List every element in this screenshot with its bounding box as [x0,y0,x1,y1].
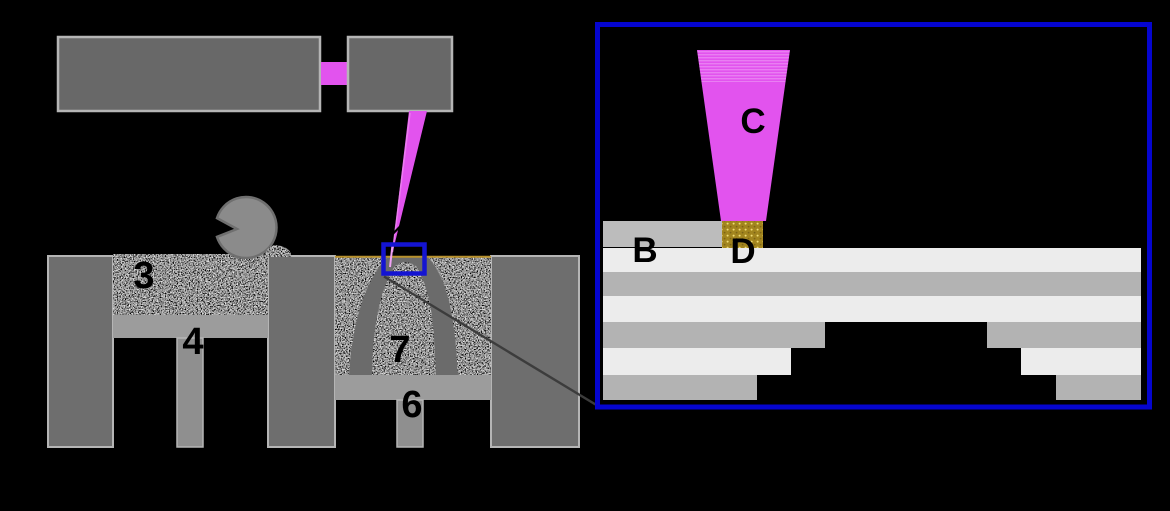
inset-layer-1 [603,248,1141,272]
machine-wall-left [47,255,114,448]
inset-panel: B C D [595,22,1152,410]
laser-beam-highlight [391,112,411,253]
powder-pile [264,245,292,257]
inset-layer-2 [603,272,1141,296]
laser-source-box [56,35,322,113]
build-platform [335,375,491,400]
powder-supply-label: 3 [133,255,154,297]
inset-layer-5-left [603,348,791,375]
arch-cavity-label: 7 [389,329,410,371]
inset-layer-6-right [1056,375,1141,400]
inset-leader-line-top [382,24,597,245]
inset-layer-3 [603,296,1141,322]
zoom-region-box [381,242,427,276]
inset-melt-pool [722,220,763,248]
inset-laser-beam-striations [697,50,790,82]
machine-wall-right [490,255,580,448]
inset-laser-beam-label: C [740,102,765,141]
inset-powder-layer-bar [603,221,722,247]
inset-border [595,22,1152,410]
recoater-roller [215,195,278,260]
inset-melt-pool-label: D [730,232,755,271]
supply-platform [113,315,268,338]
laser-beam [391,111,427,257]
build-piston [396,399,424,448]
inset-powder-layer-label: B [632,231,657,270]
laser-tip-streak [389,244,394,268]
inset-layer-4-right [987,322,1141,348]
scanner-box [346,35,454,113]
powder-supply-bed [113,254,268,315]
machine-wall-center [267,255,336,448]
inset-layer-6-left [603,375,757,400]
supply-piston [176,337,204,448]
supply-platform-label: 4 [182,321,203,363]
machine-schematic: 3 4 6 7 [47,24,599,448]
inset-laser-beam [697,50,790,221]
inset-layer-5-right [1021,348,1141,375]
laser-fiber-connector [321,62,348,85]
inset-layer-4-left [603,322,825,348]
arch-cavity-powder [372,262,436,375]
build-platform-label: 6 [401,384,422,426]
inset-leader-line-bottom [383,275,599,408]
